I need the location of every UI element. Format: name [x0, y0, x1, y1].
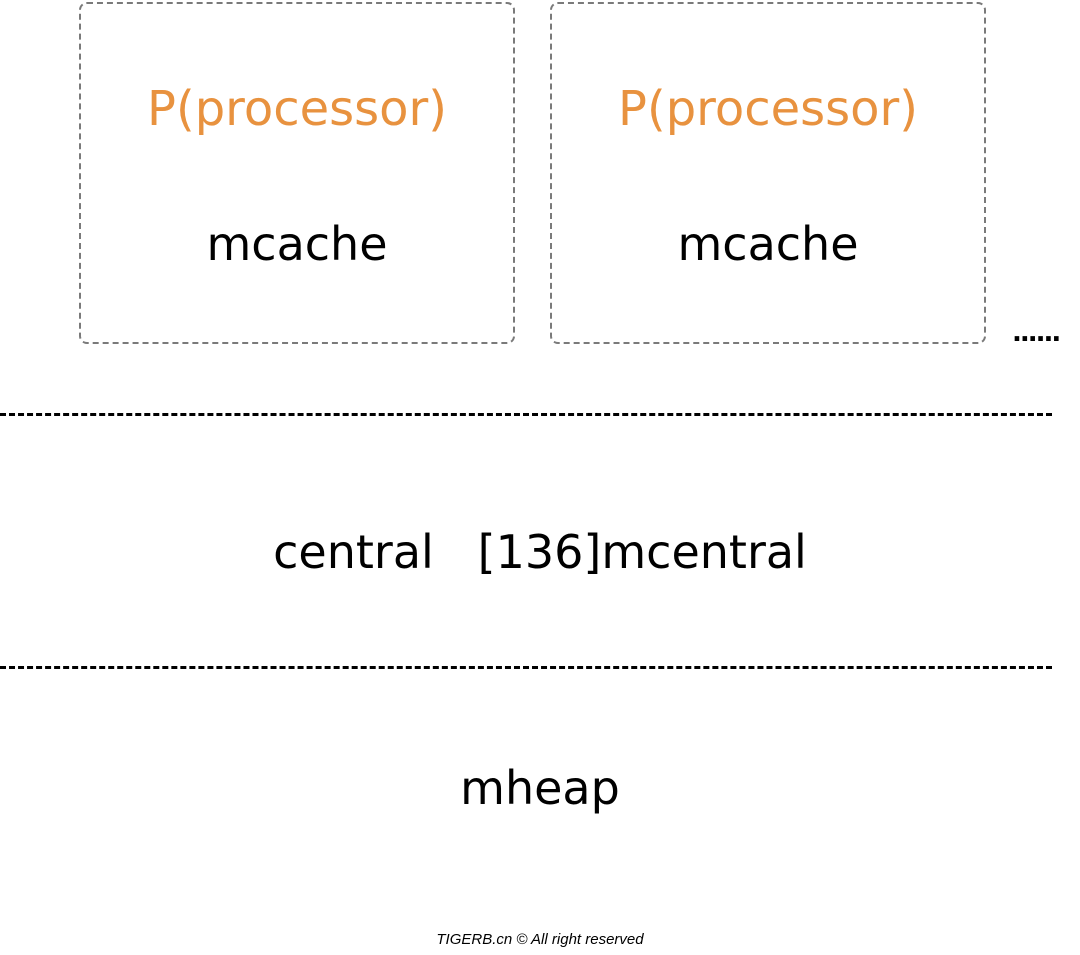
- mcache-label: mcache: [677, 217, 859, 271]
- processor-box: P(processor) mcache: [79, 2, 515, 344]
- copyright-footer: TIGERB.cn © All right reserved: [436, 931, 644, 948]
- processor-box: P(processor) mcache: [550, 2, 986, 344]
- layer-divider-central-heap: [0, 666, 1052, 669]
- mcache-label: mcache: [206, 217, 388, 271]
- mheap-layer-label: mheap: [460, 761, 620, 815]
- more-processors-ellipsis: ......: [1012, 318, 1061, 348]
- processor-title: P(processor): [147, 81, 447, 137]
- layer-divider-cache-central: [0, 413, 1052, 416]
- processor-title: P(processor): [618, 81, 918, 137]
- central-layer-label: central [136]mcentral: [273, 525, 807, 579]
